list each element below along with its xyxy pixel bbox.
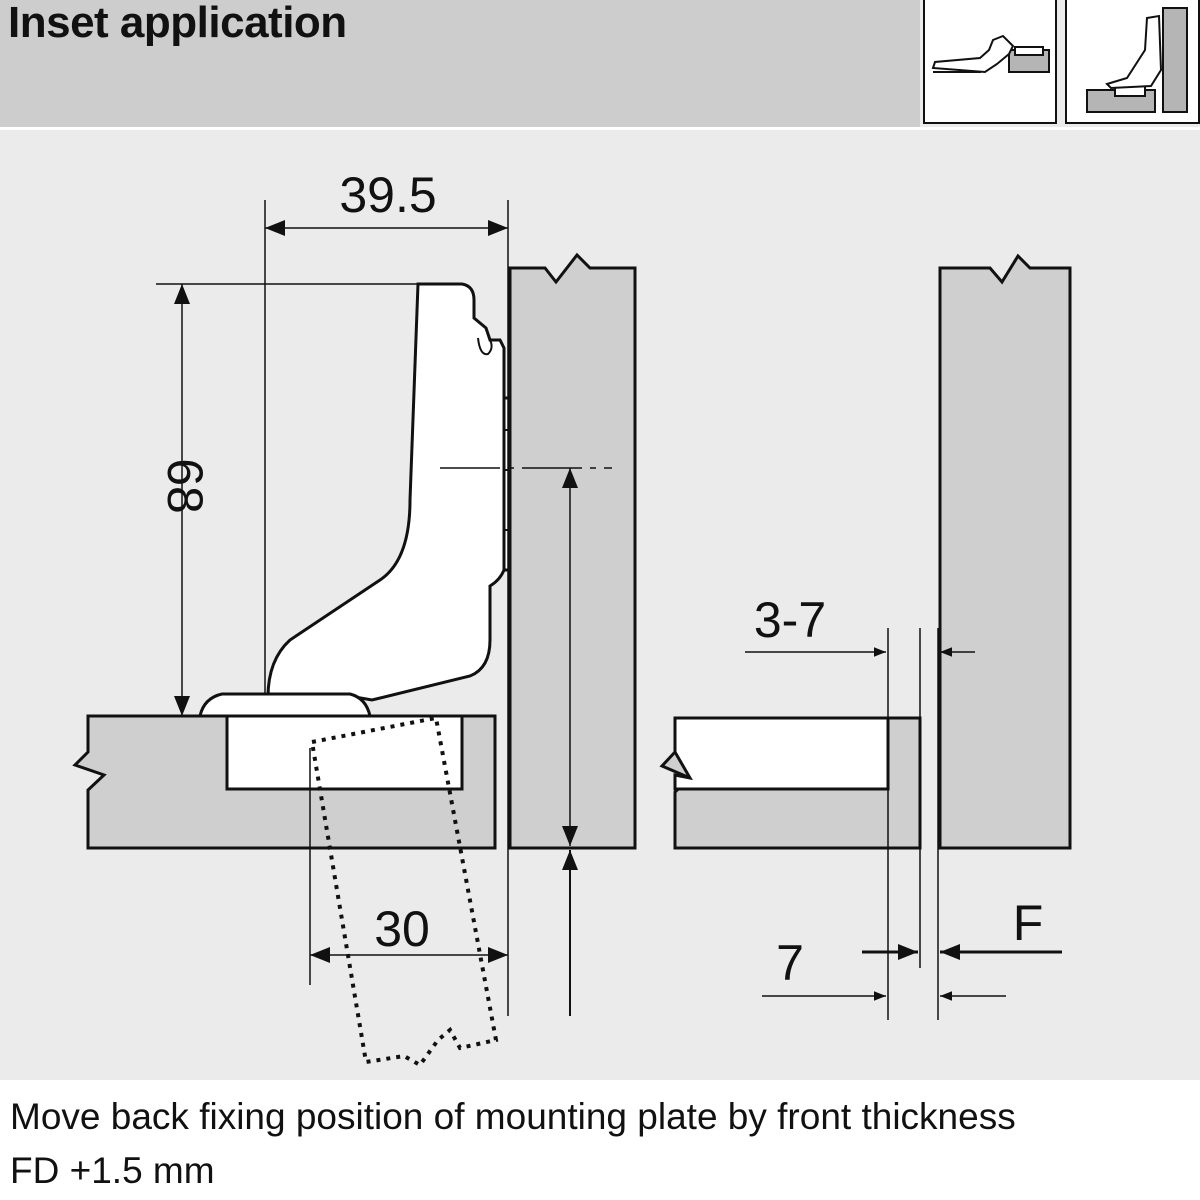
right-cabinet-side-panel bbox=[938, 253, 1072, 850]
footer-note: Move back fixing position of mounting pl… bbox=[0, 1080, 1200, 1200]
hinge-diagram: 39.5 68 30 3-7 F 7 bbox=[72, 167, 1072, 1068]
footer-line-2: FD +1.5 mm bbox=[10, 1150, 215, 1191]
dim-height-left: 68 bbox=[157, 458, 213, 514]
dim-gap-range: 3-7 bbox=[754, 592, 826, 648]
dim-edge-distance: 7 bbox=[776, 935, 804, 991]
hinge-cup-recess bbox=[225, 714, 464, 791]
header-divider bbox=[0, 127, 1200, 130]
drilling-outline bbox=[309, 715, 499, 1068]
page-title: Inset application bbox=[8, 0, 347, 47]
hinge-cup-flange bbox=[198, 692, 372, 718]
dim-width-top: 39.5 bbox=[339, 167, 436, 223]
footer-text: Move back fixing position of mounting pl… bbox=[10, 1090, 1190, 1198]
inset-application-icon bbox=[1065, 0, 1200, 124]
hinge-flat-icon bbox=[931, 34, 1050, 74]
right-door-front-layer bbox=[673, 716, 890, 791]
header-bar: Inset application bbox=[0, 0, 920, 127]
overlay-application-icon bbox=[923, 0, 1057, 124]
dim-drill-distance: 30 bbox=[374, 901, 430, 957]
hinge-inset-icon bbox=[1086, 7, 1188, 113]
dim-front-label: F bbox=[1013, 895, 1044, 951]
cabinet-side-panel bbox=[508, 252, 637, 850]
hinge-arm bbox=[266, 282, 506, 702]
footer-line-1: Move back fixing position of mounting pl… bbox=[10, 1096, 1016, 1137]
right-assembly: 3-7 F 7 bbox=[659, 253, 1072, 1020]
left-assembly: 39.5 68 30 bbox=[72, 167, 637, 1068]
